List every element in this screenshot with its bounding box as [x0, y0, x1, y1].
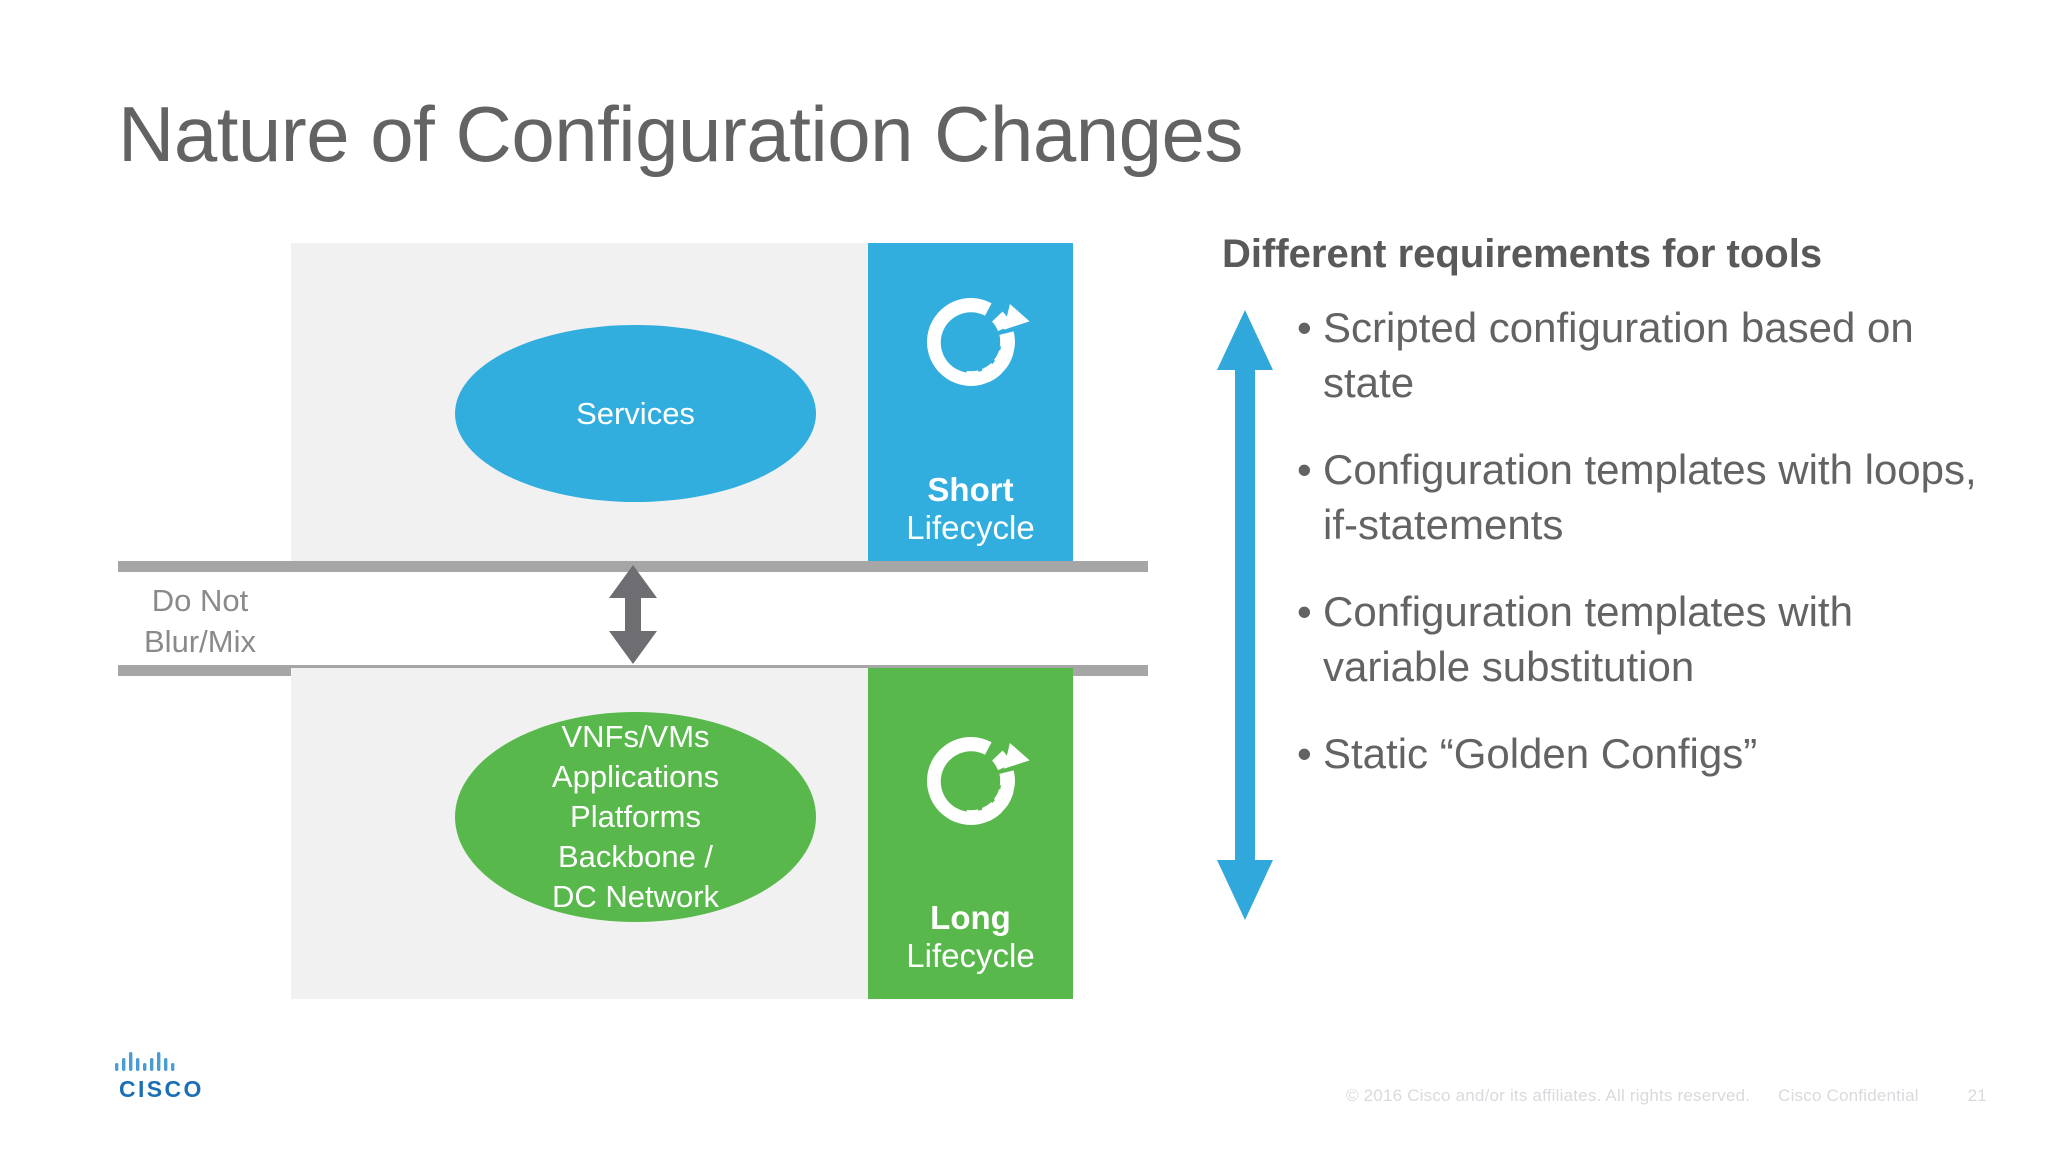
infrastructure-line-2: Applications — [551, 759, 720, 794]
svg-text:CISCO: CISCO — [119, 1076, 204, 1102]
page-title: Nature of Configuration Changes — [118, 90, 1243, 178]
do-not-blur-mix-line1: Do Not — [151, 583, 249, 618]
short-lifecycle-label: Short Lifecycle — [868, 471, 1073, 547]
infrastructure-ellipse: VNFs/VMs Applications Platforms Backbone… — [455, 712, 816, 922]
infrastructure-ellipse-label: VNFs/VMs Applications Platforms Backbone… — [552, 717, 719, 917]
double-headed-vertical-arrow-icon — [607, 565, 659, 664]
short-lifecycle-subtitle: Lifecycle — [906, 509, 1035, 547]
do-not-blur-mix-line2: Blur/Mix — [144, 624, 256, 659]
footer-confidential: Cisco Confidential — [1778, 1086, 1919, 1105]
list-item: • Scripted configuration based on state — [1297, 300, 1997, 410]
list-item-text: Static “Golden Configs” — [1323, 730, 1758, 777]
list-item-text: Configuration templates with variable su… — [1323, 588, 1853, 690]
circular-refresh-icon — [868, 281, 1073, 403]
page-number: 21 — [1967, 1086, 1987, 1105]
circular-refresh-icon — [868, 720, 1073, 842]
list-item: • Configuration templates with loops, if… — [1297, 442, 1997, 552]
infrastructure-line-3: Platforms — [570, 799, 701, 834]
long-lifecycle-label: Long Lifecycle — [868, 899, 1073, 975]
list-item: • Static “Golden Configs” — [1297, 726, 1997, 781]
requirements-list: • Scripted configuration based on state … — [1297, 300, 1997, 781]
list-item-text: Scripted configuration based on state — [1323, 304, 1914, 406]
cisco-logo: CISCO — [113, 1050, 209, 1108]
long-lifecycle-column: Long Lifecycle — [868, 668, 1073, 999]
short-lifecycle-title: Short — [927, 471, 1014, 509]
footer-legal: © 2016 Cisco and/or its affiliates. All … — [1346, 1086, 1987, 1106]
short-lifecycle-column: Short Lifecycle — [868, 243, 1073, 571]
list-item: • Configuration templates with variable … — [1297, 584, 1997, 694]
footer-copyright: © 2016 Cisco and/or its affiliates. All … — [1346, 1086, 1751, 1105]
bullet-marker: • — [1297, 304, 1312, 351]
requirements-range-arrow-icon — [1215, 310, 1275, 920]
infrastructure-line-5: DC Network — [551, 879, 720, 914]
services-ellipse-label: Services — [576, 395, 695, 431]
bullet-marker: • — [1297, 730, 1312, 777]
list-item-text: Configuration templates with loops, if-s… — [1323, 446, 1977, 548]
bullet-marker: • — [1297, 588, 1312, 635]
long-lifecycle-title: Long — [930, 899, 1011, 937]
do-not-blur-mix-note: Do Not Blur/Mix — [144, 580, 256, 662]
services-ellipse: Services — [455, 325, 816, 502]
infrastructure-line-4: Backbone / — [557, 839, 714, 874]
requirements-heading: Different requirements for tools — [1222, 232, 1823, 276]
infrastructure-line-1: VNFs/VMs — [561, 719, 710, 754]
long-lifecycle-subtitle: Lifecycle — [906, 937, 1035, 975]
bullet-marker: • — [1297, 446, 1312, 493]
